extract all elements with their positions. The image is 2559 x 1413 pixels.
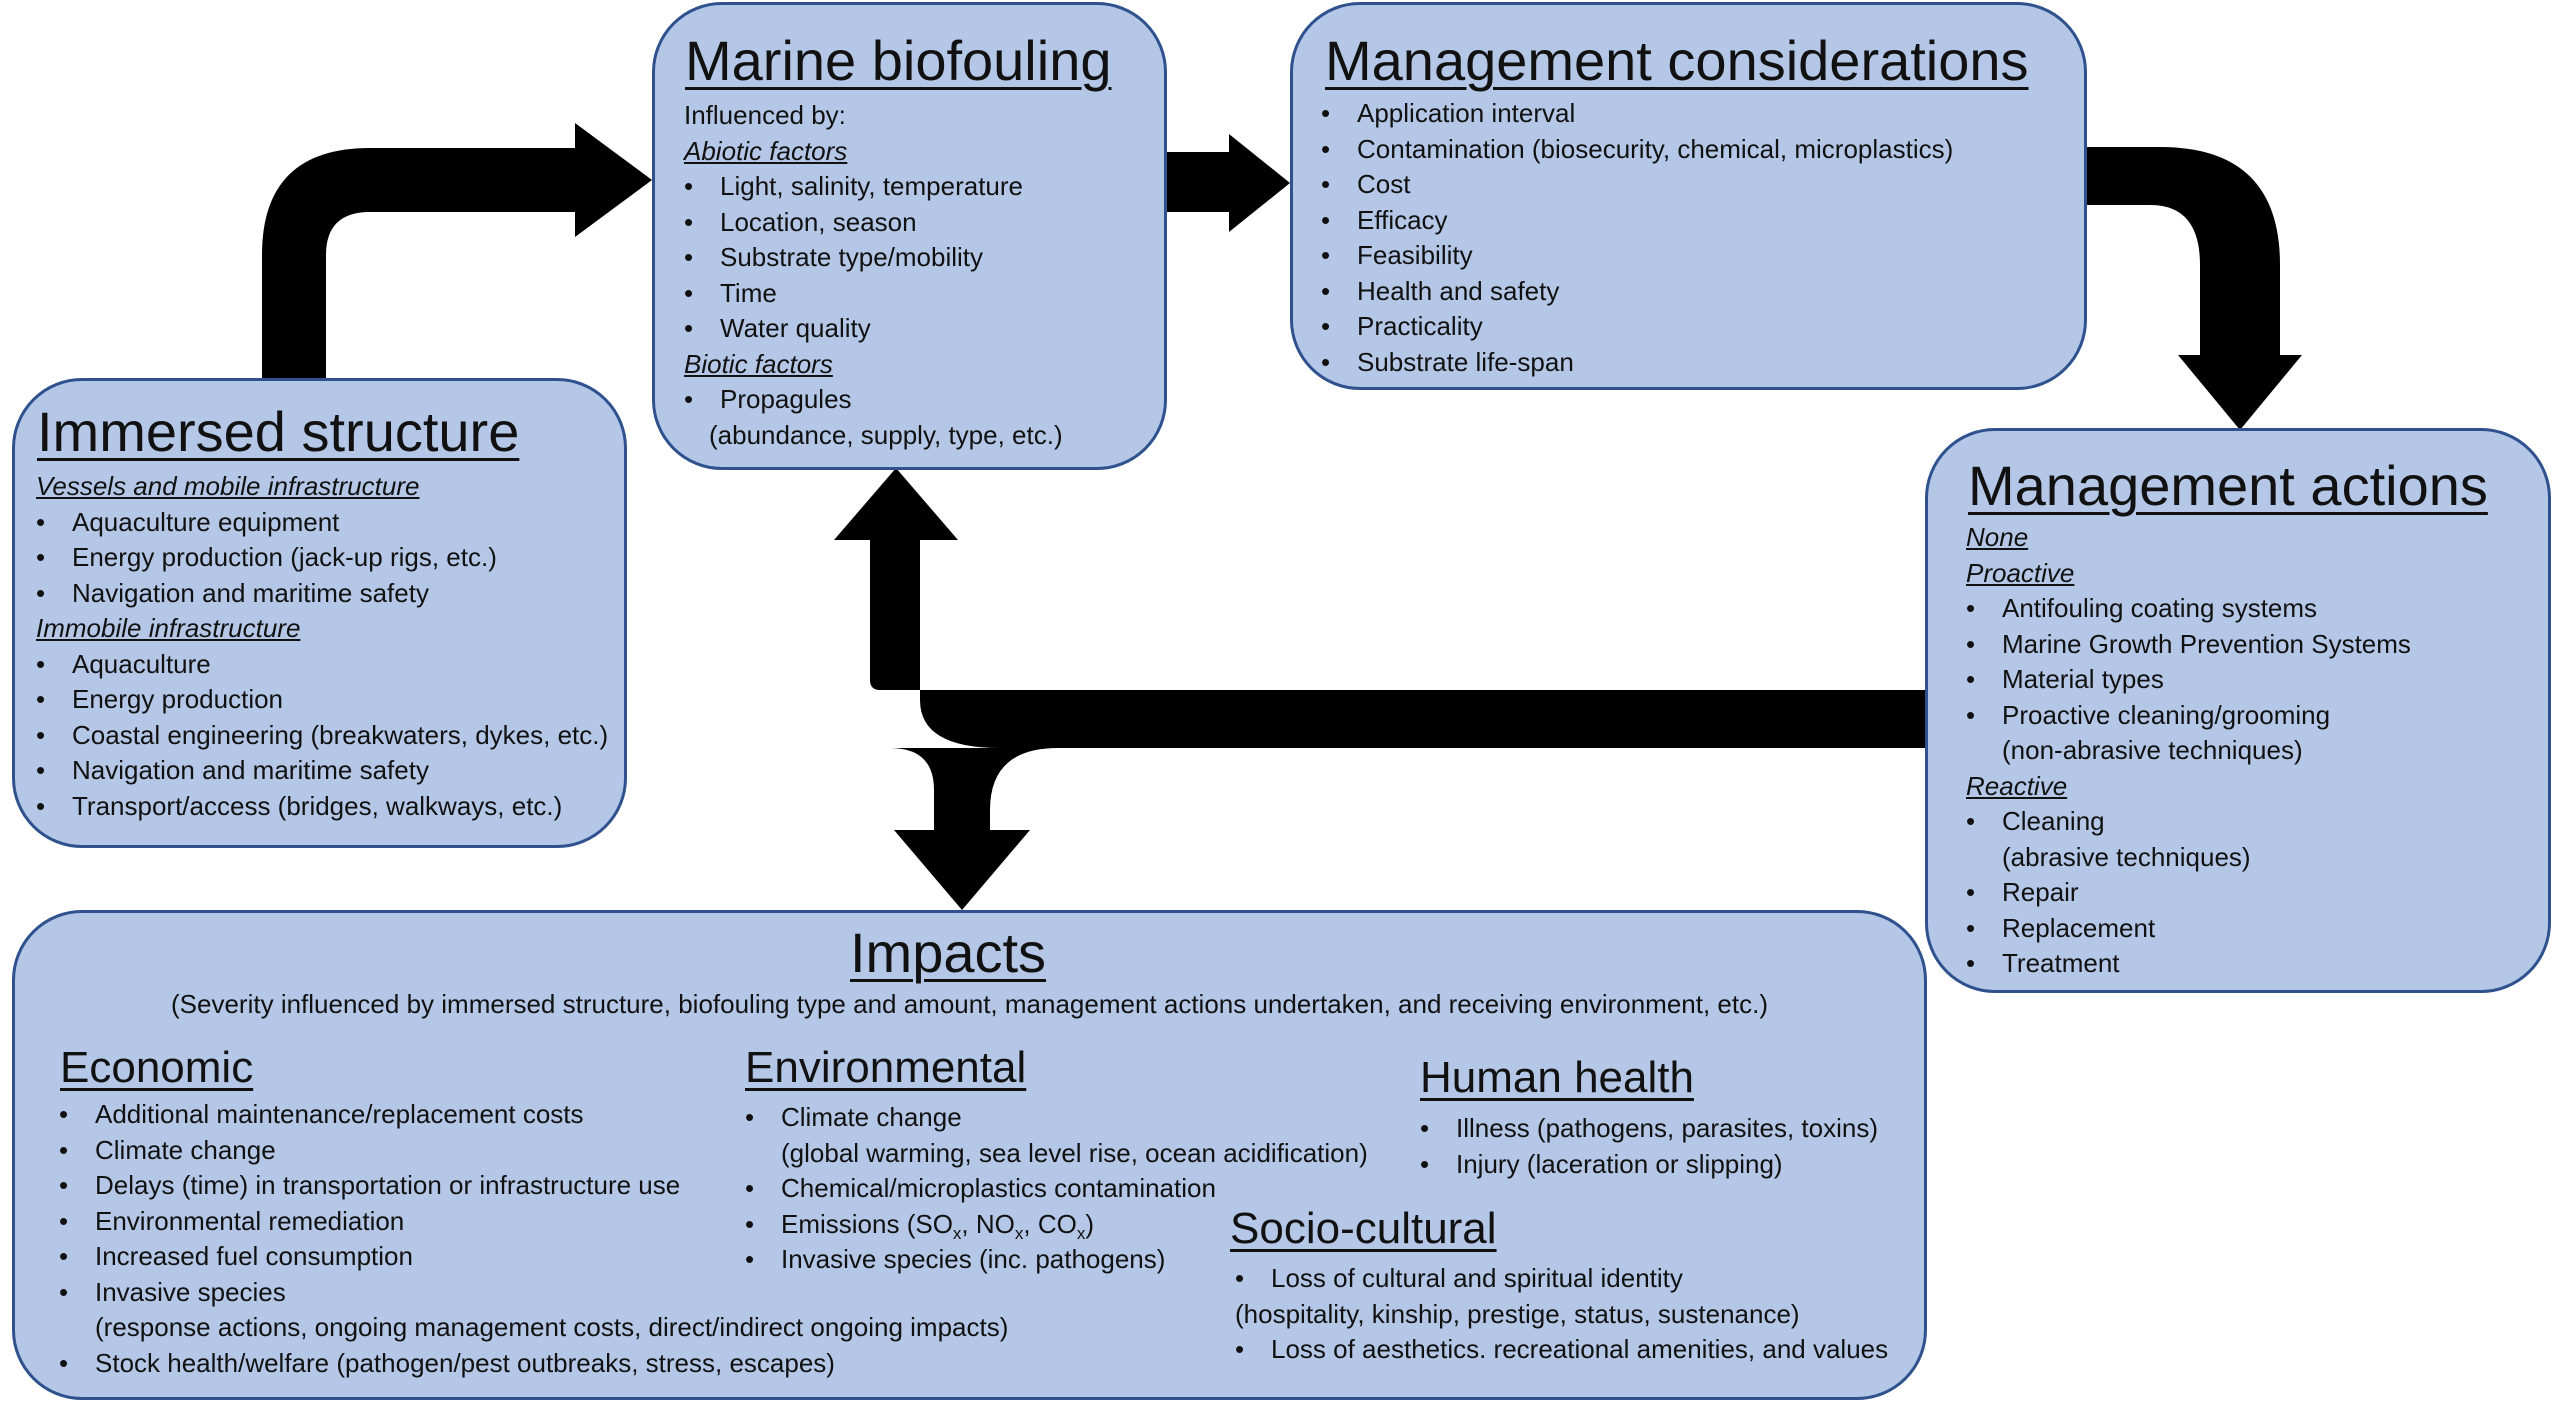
list-item: •Health and safety <box>1321 275 1560 306</box>
list-item: •Treatment <box>1966 948 2120 978</box>
list-item: •Marine Growth Prevention Systems <box>1966 628 2411 659</box>
immersed-structure-title: Immersed structure <box>37 400 520 463</box>
economic-list: •Additional maintenance/replacement cost… <box>59 1097 1008 1381</box>
list-item: •Efficacy <box>1321 204 1448 235</box>
management-considerations-box: Management considerations •Application i… <box>1290 2 2087 390</box>
list-item: •Substrate type/mobility <box>684 242 984 272</box>
list-item: •Application interval <box>1321 98 1576 128</box>
list-item: •Material types <box>1966 664 2164 694</box>
list-item-continued: (global warming, sea level rise, ocean a… <box>781 1137 1368 1168</box>
arrow-considerations-to-actions <box>2084 147 2302 430</box>
list-item: •Emissions (SOx, NOx, COx) <box>745 1208 1094 1243</box>
environmental-list: •Climate change (global warming, sea lev… <box>745 1100 1368 1278</box>
list-item: •Coastal engineering (breakwaters, dykes… <box>36 719 609 750</box>
list-item: •Replacement <box>1966 912 2156 943</box>
list-item-continued: (response actions, ongoing management co… <box>95 1312 1009 1342</box>
arrow-actions-to-biofouling-and-impacts <box>834 468 1925 910</box>
marine-biofouling-list: Influenced by: Abiotic factors •Light, s… <box>684 98 1063 453</box>
list-item: •Loss of cultural and spiritual identity <box>1235 1263 1683 1293</box>
socio-cultural-title: Socio-cultural <box>1230 1204 1497 1253</box>
list-item: •Invasive species <box>59 1276 286 1307</box>
list-item: •Injury (laceration or slipping) <box>1420 1148 1783 1179</box>
list-item: •Practicality <box>1321 311 1483 341</box>
list-item: •Cleaning <box>1966 806 2105 836</box>
list-item: •Energy production (jack-up rigs, etc.) <box>36 542 497 572</box>
list-item: •Substrate life-span <box>1321 346 1574 377</box>
list-item: •Additional maintenance/replacement cost… <box>59 1099 584 1129</box>
impacts-box: Impacts (Severity influenced by immersed… <box>12 910 1927 1400</box>
list-item: •Propagules <box>684 384 852 414</box>
marine-biofouling-title: Marine biofouling <box>685 29 1112 92</box>
human-health-title: Human health <box>1420 1053 1694 1102</box>
human-health-list: •Illness (pathogens, parasites, toxins) … <box>1420 1111 1878 1182</box>
list-item: •Climate change <box>745 1102 962 1132</box>
list-item: •Navigation and maritime safety <box>36 577 429 608</box>
list-item: •Increased fuel consumption <box>59 1241 413 1271</box>
immersed-structure-list: Vessels and mobile infrastructure •Aquac… <box>36 469 608 824</box>
list-item: •Contamination (biosecurity, chemical, m… <box>1321 133 1954 164</box>
management-actions-box: Management actions None Proactive •Antif… <box>1925 428 2551 993</box>
list-heading: Vessels and mobile infrastructure <box>36 471 420 501</box>
list-item: •Invasive species (inc. pathogens) <box>745 1244 1166 1274</box>
impacts-note: (Severity influenced by immersed structu… <box>171 989 1768 1019</box>
management-actions-list: None Proactive •Antifouling coating syst… <box>1966 520 2411 982</box>
list-heading: Abiotic factors <box>684 135 848 166</box>
impacts-title: Impacts <box>850 921 1047 984</box>
list-heading: None <box>1966 522 2029 552</box>
management-actions-title: Management actions <box>1968 454 2488 517</box>
list-item: •Navigation and maritime safety <box>36 755 429 785</box>
list-item: •Antifouling coating systems <box>1966 593 2318 623</box>
list-item: •Illness (pathogens, parasites, toxins) <box>1420 1113 1878 1143</box>
arrow-immersed-to-biofouling <box>262 123 652 378</box>
list-item: •Feasibility <box>1321 240 1473 270</box>
list-item: •Chemical/microplastics contamination <box>745 1173 1216 1203</box>
list-item-continued: (abrasive techniques) <box>2002 841 2251 872</box>
intro-text: Influenced by: <box>684 100 846 130</box>
list-item: •Transport/access (bridges, walkways, et… <box>36 790 563 821</box>
socio-cultural-list: •Loss of cultural and spiritual identity… <box>1235 1261 1888 1368</box>
list-heading: Biotic factors <box>684 348 833 379</box>
list-item: •Delays (time) in transportation or infr… <box>59 1170 681 1200</box>
marine-biofouling-box: Marine biofouling Influenced by: Abiotic… <box>652 2 1167 470</box>
list-item: •Cost <box>1321 169 1411 199</box>
list-item: •Proactive cleaning/grooming <box>1966 699 2331 730</box>
list-item-continued: (hospitality, kinship, prestige, status,… <box>1235 1298 1800 1329</box>
list-item: •Loss of aesthetics. recreational amenit… <box>1235 1334 1889 1364</box>
list-item-continued: (abundance, supply, type, etc.) <box>709 419 1063 450</box>
list-item: •Environmental remediation <box>59 1205 405 1236</box>
management-considerations-list: •Application interval •Contamination (bi… <box>1321 96 1953 380</box>
list-item: •Stock health/welfare (pathogen/pest out… <box>59 1347 835 1378</box>
list-item: •Light, salinity, temperature <box>684 171 1023 201</box>
list-item-continued: (non-abrasive techniques) <box>2002 735 2303 765</box>
management-considerations-title: Management considerations <box>1325 29 2029 92</box>
immersed-structure-box: Immersed structure Vessels and mobile in… <box>12 378 627 848</box>
list-heading: Reactive <box>1966 770 2068 801</box>
list-item: •Repair <box>1966 877 2079 907</box>
environmental-title: Environmental <box>745 1043 1027 1092</box>
list-item: •Climate change <box>59 1134 276 1165</box>
list-item: •Location, season <box>684 206 917 237</box>
list-item: •Energy production <box>36 684 284 714</box>
list-item: •Aquaculture <box>36 648 211 679</box>
arrow-biofouling-to-considerations <box>1165 134 1290 232</box>
list-heading: Immobile infrastructure <box>36 613 301 643</box>
list-item: •Water quality <box>684 313 871 343</box>
economic-title: Economic <box>60 1043 254 1092</box>
list-item: •Time <box>684 277 777 308</box>
list-item: •Aquaculture equipment <box>36 506 340 537</box>
list-heading: Proactive <box>1966 557 2075 588</box>
